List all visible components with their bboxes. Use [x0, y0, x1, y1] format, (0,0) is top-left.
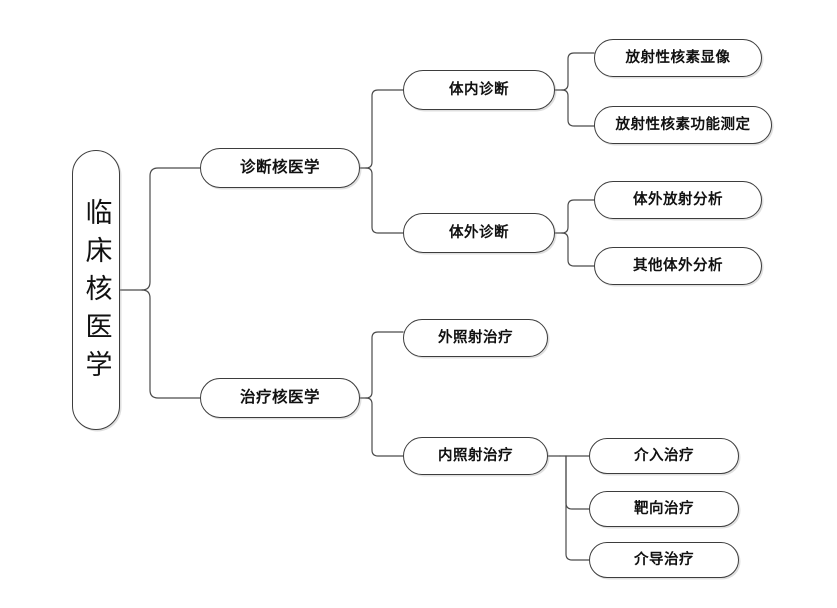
node-in-vitro-radioanalysis[interactable]: 体外放射分析	[594, 181, 762, 219]
node-label: 介导治疗	[634, 551, 694, 568]
node-radionuclide-function-measurement[interactable]: 放射性核素功能测定	[594, 106, 772, 144]
node-label: 靶向治疗	[634, 500, 694, 517]
edge-diagnostic-to-invitro	[365, 167, 404, 234]
node-radionuclide-imaging[interactable]: 放射性核素显像	[594, 39, 762, 77]
node-mediated-therapy[interactable]: 介导治疗	[589, 542, 739, 578]
node-in-vitro-diagnosis[interactable]: 体外诊断	[403, 213, 555, 253]
edge-invitro-to-otheranalysis	[561, 232, 595, 267]
node-targeted-therapy[interactable]: 靶向治疗	[589, 491, 739, 527]
edge-diagnostic-to-invivo	[365, 89, 404, 169]
edge-invivo-to-function	[561, 89, 595, 127]
node-label: 放射性核素功能测定	[615, 116, 751, 133]
node-other-in-vitro-analysis[interactable]: 其他体外分析	[594, 247, 762, 285]
node-root-clinical-nuclear-medicine[interactable]: 临床核医学	[72, 150, 120, 430]
edge-therapeutic-to-internal	[365, 397, 404, 457]
node-label: 外照射治疗	[438, 329, 513, 346]
edge-root-to-therapeutic	[141, 289, 201, 399]
node-label: 诊断核医学	[239, 159, 320, 177]
node-interventional-therapy[interactable]: 介入治疗	[589, 438, 739, 474]
edge-invivo-to-imaging	[561, 52, 595, 91]
edge-internal-to-mediated	[565, 455, 590, 561]
node-label: 治疗核医学	[239, 389, 320, 407]
node-in-vivo-diagnosis[interactable]: 体内诊断	[403, 70, 555, 110]
node-internal-radiation-therapy[interactable]: 内照射治疗	[403, 437, 548, 475]
node-label: 介入治疗	[634, 447, 694, 464]
node-label: 临床核医学	[81, 198, 112, 388]
node-external-radiation-therapy[interactable]: 外照射治疗	[403, 319, 548, 357]
node-label: 放射性核素显像	[625, 49, 731, 66]
node-label: 其他体外分析	[633, 257, 723, 274]
node-label: 体内诊断	[449, 81, 509, 98]
edge-invitro-to-radioanalysis	[561, 199, 595, 234]
node-label: 体外放射分析	[633, 191, 723, 208]
node-label: 内照射治疗	[438, 447, 513, 464]
node-diagnostic-nuclear-medicine[interactable]: 诊断核医学	[200, 148, 360, 188]
node-therapeutic-nuclear-medicine[interactable]: 治疗核医学	[200, 378, 360, 418]
edge-root-to-diagnostic	[141, 167, 201, 291]
node-label: 体外诊断	[449, 224, 509, 241]
edge-therapeutic-to-external	[365, 331, 404, 399]
edge-internal-to-targeted	[565, 455, 590, 510]
